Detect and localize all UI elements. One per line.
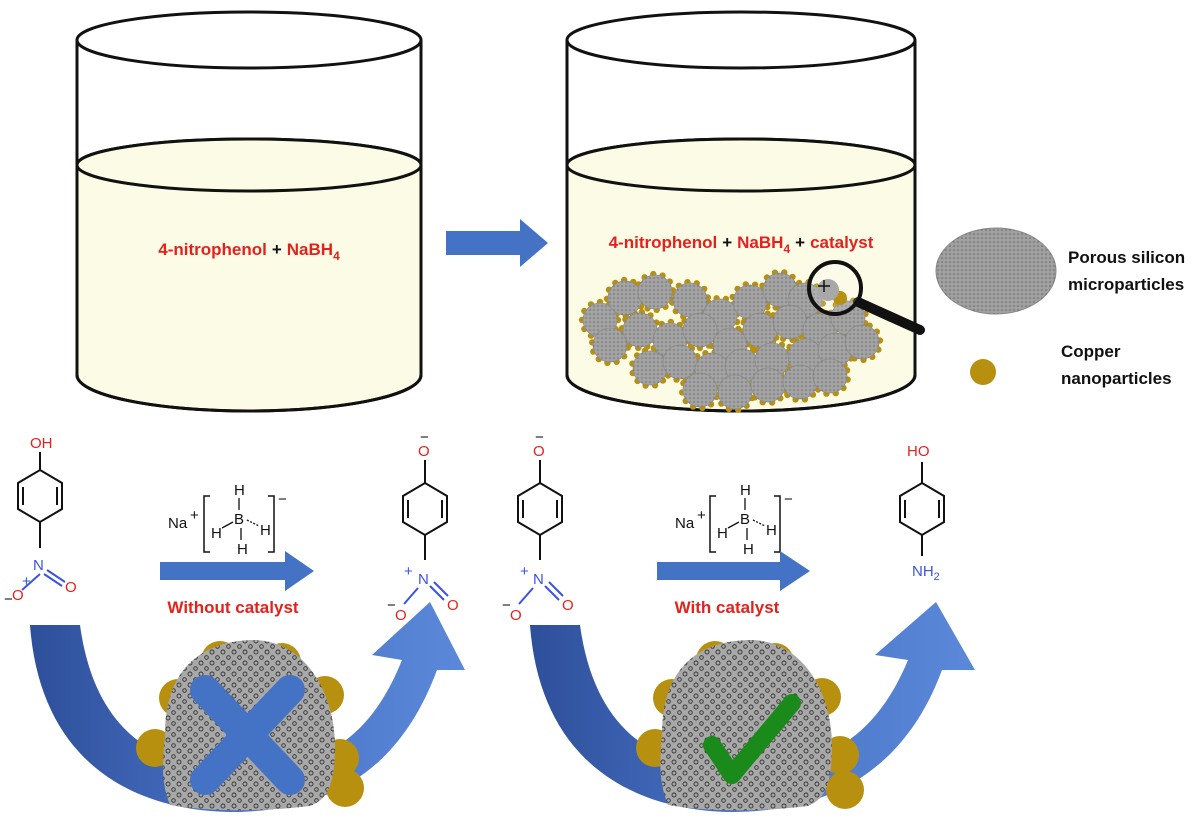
molecule-4-aminophenol (899, 462, 945, 556)
mid-o-charge: − (420, 429, 429, 446)
svg-text:−: − (278, 491, 287, 508)
svg-text:H: H (743, 541, 754, 558)
svg-text:H: H (234, 482, 245, 499)
left-n-label: N (33, 557, 44, 574)
beaker-left-liquid-surface (75, 137, 423, 193)
silicon-microparticle-texture (638, 275, 672, 309)
silicon-microparticle-texture (683, 373, 717, 407)
svg-text:−: − (784, 491, 793, 508)
molecule-4-nitrophenol-left (17, 452, 66, 591)
catalyst-particle-cluster (578, 269, 884, 413)
silicon-microparticle-texture (845, 325, 879, 359)
legend-copper-icon (970, 359, 996, 385)
silicon-microparticle-texture (673, 283, 707, 317)
particle-inactive (136, 640, 364, 811)
right-o-charge: − (535, 429, 544, 446)
reaction-arrow-with (657, 551, 810, 591)
left-o1-label: O (12, 587, 24, 604)
molecule-4-nitrophenolate-mid (402, 460, 449, 605)
silicon-microparticle-texture (788, 339, 822, 373)
svg-text:H: H (766, 522, 777, 539)
beaker-left-rim (75, 10, 423, 70)
legend-copper-label-1: Copper (1061, 342, 1121, 361)
silicon-microparticle-texture (818, 333, 852, 367)
particle-active (636, 640, 864, 811)
left-o2-label: O (65, 579, 77, 596)
beaker-right-liquid-surface (565, 137, 917, 193)
svg-text:H: H (740, 482, 751, 499)
svg-text:B: B (234, 511, 244, 528)
left-o-charge: − (4, 591, 13, 608)
beaker-left-label: 4-nitrophenol+NaBH4 (158, 240, 340, 263)
amino-nh2-label: NH2 (912, 563, 940, 583)
right-o1-charge: − (502, 597, 511, 614)
right-n-charge: + (520, 563, 529, 580)
legend-porous-label-1: Porous silicon (1068, 248, 1185, 267)
legend: Porous silicon microparticles Copper nan… (935, 227, 1185, 388)
mid-o1-charge: − (387, 597, 396, 614)
svg-text:H: H (237, 541, 248, 558)
silicon-microparticle-texture (718, 375, 752, 409)
molecule-4-nitrophenolate-right (517, 460, 564, 605)
right-n-label: N (533, 571, 544, 588)
silicon-microparticle-texture (608, 281, 642, 315)
silicon-microparticle-texture (683, 313, 717, 347)
left-oh-label: OH (30, 435, 53, 452)
magnifier-icon (807, 260, 925, 335)
silicon-microparticle-texture (633, 351, 667, 385)
svg-text:+: + (190, 507, 199, 524)
silicon-microparticle-texture (733, 285, 767, 319)
right-o1-label: O (510, 607, 522, 624)
beaker-transition-arrow (446, 219, 548, 267)
silicon-microparticle-texture (743, 313, 777, 347)
reaction-arrow-without (160, 551, 314, 591)
silicon-microparticle-texture (725, 349, 759, 383)
mid-o1-label: O (395, 607, 407, 624)
left-n-charge: + (22, 573, 31, 590)
silicon-microparticle-texture (663, 345, 697, 379)
cross-icon (190, 675, 305, 795)
silicon-microparticle-texture (813, 359, 847, 393)
with-catalyst-label: With catalyst (675, 598, 780, 617)
beaker-right: 4-nitrophenol+NaBH4+catalyst (565, 10, 925, 413)
svg-text:H: H (260, 522, 271, 539)
silicon-microparticle-texture (783, 365, 817, 399)
svg-text:B: B (740, 511, 750, 528)
amino-ho-label: HO (907, 443, 930, 460)
right-o-label: O (533, 443, 545, 460)
silicon-microparticle-texture (623, 313, 657, 347)
beaker-right-rim (565, 10, 917, 70)
legend-porous-label-2: microparticles (1068, 275, 1184, 294)
svg-text:H: H (211, 525, 222, 542)
svg-text:H: H (717, 525, 728, 542)
svg-text:Na: Na (168, 515, 188, 532)
mid-o2-label: O (447, 597, 459, 614)
check-icon (703, 694, 801, 784)
silicon-microparticle-texture (593, 328, 627, 362)
mid-n-label: N (418, 571, 429, 588)
borohydride-left: Na + − H B H H H (168, 482, 287, 558)
mid-o-label: O (418, 443, 430, 460)
beaker-right-label: 4-nitrophenol+NaBH4+catalyst (609, 233, 874, 256)
borohydride-right: Na + − H B H H H (675, 482, 793, 558)
silicon-microparticle-texture (773, 305, 807, 339)
without-catalyst-label: Without catalyst (167, 598, 298, 617)
right-o2-label: O (562, 597, 574, 614)
silicon-microparticle-texture (751, 368, 785, 402)
beaker-left: 4-nitrophenol+NaBH4 (75, 10, 423, 413)
svg-text:+: + (697, 507, 706, 524)
mid-n-charge: + (404, 563, 413, 580)
legend-copper-label-2: nanoparticles (1061, 369, 1172, 388)
svg-text:Na: Na (675, 515, 695, 532)
